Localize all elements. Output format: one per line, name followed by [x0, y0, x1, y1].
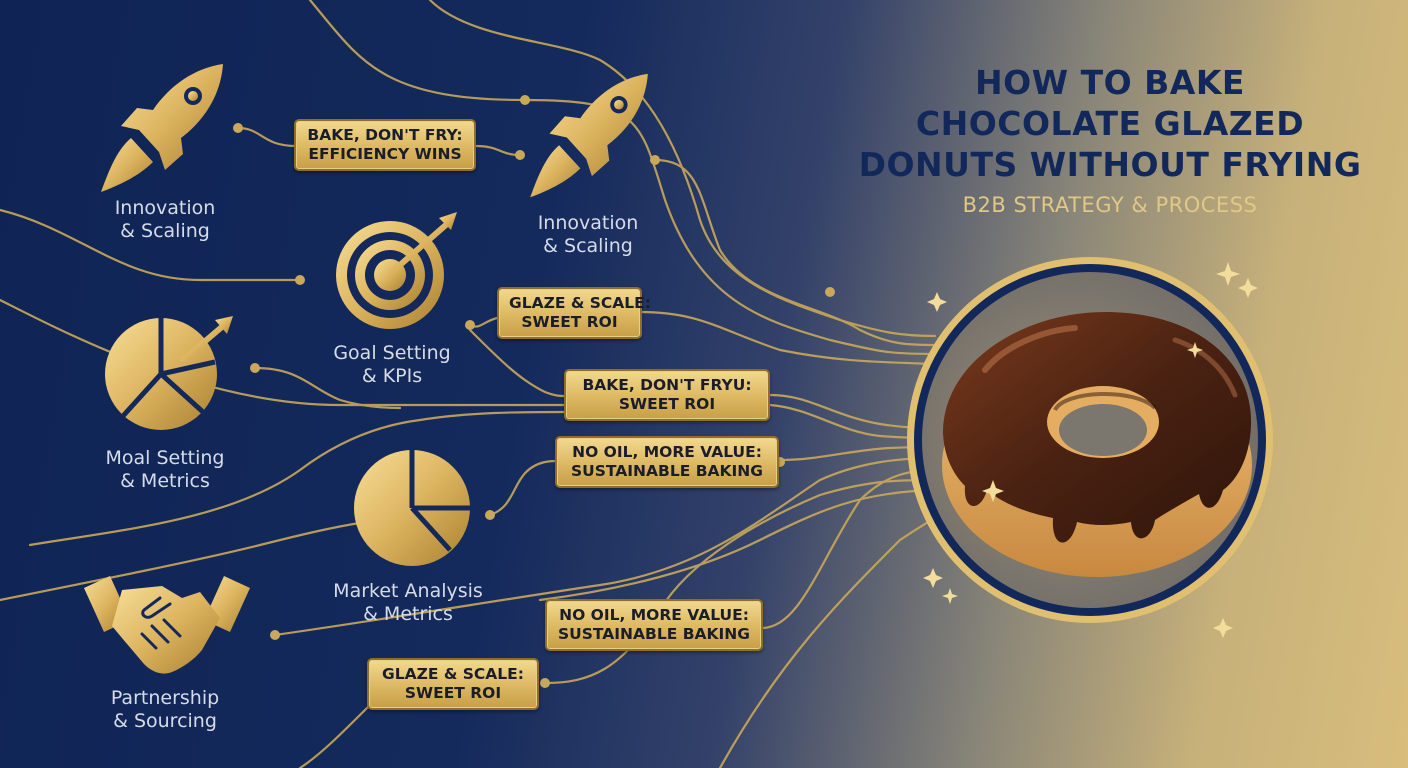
title-line: HOW TO BAKE — [975, 63, 1245, 102]
connector-node — [250, 363, 260, 373]
node-label-market-analysis: Market Analysis & Metrics — [333, 580, 483, 625]
connector-node — [515, 150, 525, 160]
pie-chart-icon — [354, 450, 470, 566]
tag-bake-dont-fryu: BAKE, DON'T FRYU: SWEET ROI — [564, 369, 770, 421]
connector-node — [485, 510, 495, 520]
tag-glaze-scale: GLAZE & SCALE: SWEET ROI — [497, 287, 651, 339]
title-line: CHOCOLATE GLAZED — [915, 104, 1305, 143]
connector-node — [540, 678, 550, 688]
tag-bake-dont-fry: BAKE, DON'T FRY: EFFICIENCY WINS — [294, 119, 476, 171]
connector-line — [236, 126, 298, 148]
connector-line — [488, 459, 558, 517]
connector-line — [0, 208, 302, 282]
connector-node — [650, 155, 660, 165]
connector-line — [0, 518, 382, 602]
connector-node — [520, 95, 530, 105]
connector-line — [538, 488, 937, 602]
target-icon — [336, 212, 457, 329]
subtitle: B2B STRATEGY & PROCESS — [962, 193, 1258, 217]
connector-line — [28, 410, 568, 547]
connector-line — [653, 158, 937, 347]
connector-line — [253, 366, 402, 410]
tag-no-oil-more-value: NO OIL, MORE VALUE: SUSTAINABLE BAKING — [545, 599, 763, 651]
node-label-goal-setting: Goal Setting & KPIs — [333, 342, 451, 387]
node-label-moal-setting: Moal Setting & Metrics — [105, 447, 225, 492]
connector-line — [474, 144, 522, 157]
connector-node — [465, 320, 475, 330]
handshake-icon — [84, 576, 250, 674]
connector-line — [273, 456, 937, 637]
connector-line — [760, 468, 937, 630]
title-line: DONUTS WITHOUT FRYING — [858, 145, 1362, 184]
sparkle-icon — [923, 262, 1258, 638]
connector-line — [308, 0, 937, 356]
connector-line — [468, 328, 568, 398]
node-label-partnership: Partnership & Sourcing — [110, 687, 220, 732]
connector-line — [428, 0, 937, 338]
node-label-innovation-center: Innovation & Scaling — [537, 212, 639, 257]
connector-node — [233, 123, 243, 133]
tag-glaze-scale: GLAZE & SCALE: SWEET ROI — [367, 658, 539, 710]
chocolate-donut-icon — [907, 257, 1273, 623]
title-block: HOW TO BAKE CHOCOLATE GLAZED DONUTS WITH… — [820, 62, 1400, 217]
connector-node — [295, 275, 305, 285]
connector-line — [543, 478, 937, 685]
tag-no-oil-more-value: NO OIL, MORE VALUE: SUSTAINABLE BAKING — [555, 436, 779, 488]
rocket-icon — [530, 73, 648, 198]
connector-line — [638, 310, 937, 366]
pie-chart-arrow-icon — [105, 316, 233, 430]
node-label-innovation-left: Innovation & Scaling — [114, 197, 216, 242]
connector-line — [298, 703, 372, 768]
connector-line — [0, 298, 568, 407]
connector-node — [825, 287, 835, 297]
rocket-icon — [101, 64, 223, 192]
connector-node — [270, 630, 280, 640]
